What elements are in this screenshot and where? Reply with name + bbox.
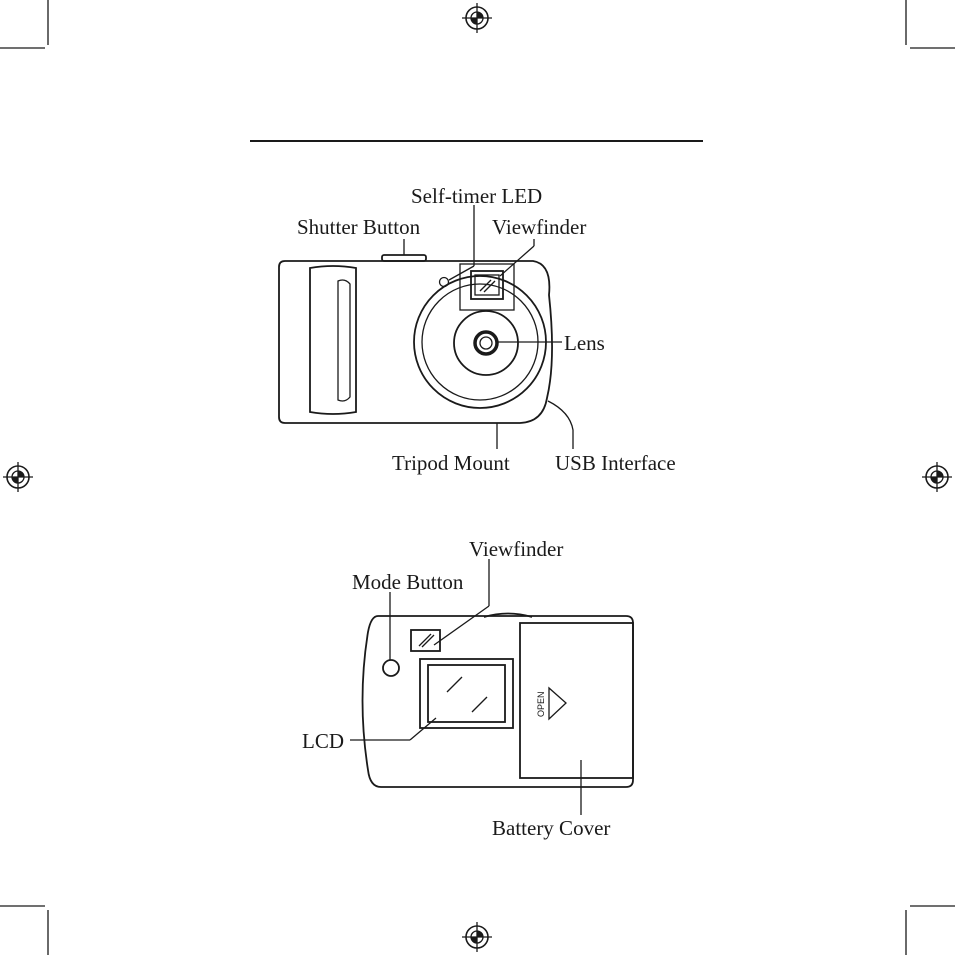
label-lens: Lens: [564, 331, 605, 355]
registration-mark-icon: [462, 3, 492, 33]
label-self-timer-led: Self-timer LED: [411, 184, 542, 208]
back-leader-lines: [350, 559, 581, 815]
label-lcd: LCD: [302, 729, 344, 753]
label-shutter-button: Shutter Button: [297, 215, 421, 239]
lens-center: [480, 337, 492, 349]
back-view: OPEN Viewfinder Mode Button LCD Battery …: [302, 537, 633, 840]
label-battery-cover: Battery Cover: [492, 816, 610, 840]
camera-body-back: [363, 616, 634, 787]
viewfinder-back: [411, 630, 440, 651]
battery-cover-open-marking: OPEN: [536, 691, 546, 717]
label-tripod-mount: Tripod Mount: [392, 451, 510, 475]
viewfinder-glare: [484, 281, 495, 292]
front-leader-lines: [404, 205, 573, 449]
lcd-screen: [428, 665, 505, 722]
label-usb-interface: USB Interface: [555, 451, 676, 475]
registration-mark-icon: [462, 922, 492, 952]
viewfinder-glare: [480, 280, 491, 291]
open-arrow-icon: [549, 688, 566, 719]
lens: [475, 332, 497, 354]
registration-mark-icon: [922, 462, 952, 492]
lcd-glare: [472, 697, 487, 712]
label-mode-button: Mode Button: [352, 570, 464, 594]
lcd-frame: [420, 659, 513, 728]
label-viewfinder-back: Viewfinder: [469, 537, 563, 561]
lens-barrel: [454, 311, 518, 375]
lcd-glare: [447, 677, 462, 692]
registration-mark-icon: [3, 462, 33, 492]
front-view: Self-timer LED Shutter Button Viewfinder…: [279, 184, 676, 475]
hand-grip: [310, 266, 356, 414]
self-timer-led: [440, 278, 449, 287]
mode-button: [383, 660, 399, 676]
label-viewfinder-front: Viewfinder: [492, 215, 586, 239]
